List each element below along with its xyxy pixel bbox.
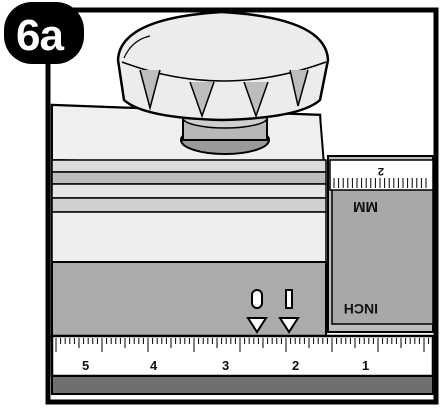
alignment-markers: [246, 289, 300, 334]
ruler-number-1: 1: [362, 358, 369, 373]
tape-ticks: [55, 178, 430, 352]
ruler-number-5: 5: [82, 358, 89, 373]
scale-label-metric: MM: [353, 198, 378, 215]
step-badge: 6a: [4, 2, 84, 64]
top-scale-number: 2: [378, 165, 384, 177]
marker-triangle-0: [246, 317, 268, 334]
ruler-number-3: 3: [222, 358, 229, 373]
scale-label-imperial: INCH: [344, 301, 378, 317]
marker-triangle-1: [278, 317, 300, 334]
ruler-number-2: 2: [292, 358, 299, 373]
ruler-number-4: 4: [150, 358, 158, 373]
step-label: 6a: [16, 11, 64, 60]
knob: [116, 10, 330, 155]
measuring-tape: [50, 178, 435, 378]
base-plate: [51, 375, 434, 395]
